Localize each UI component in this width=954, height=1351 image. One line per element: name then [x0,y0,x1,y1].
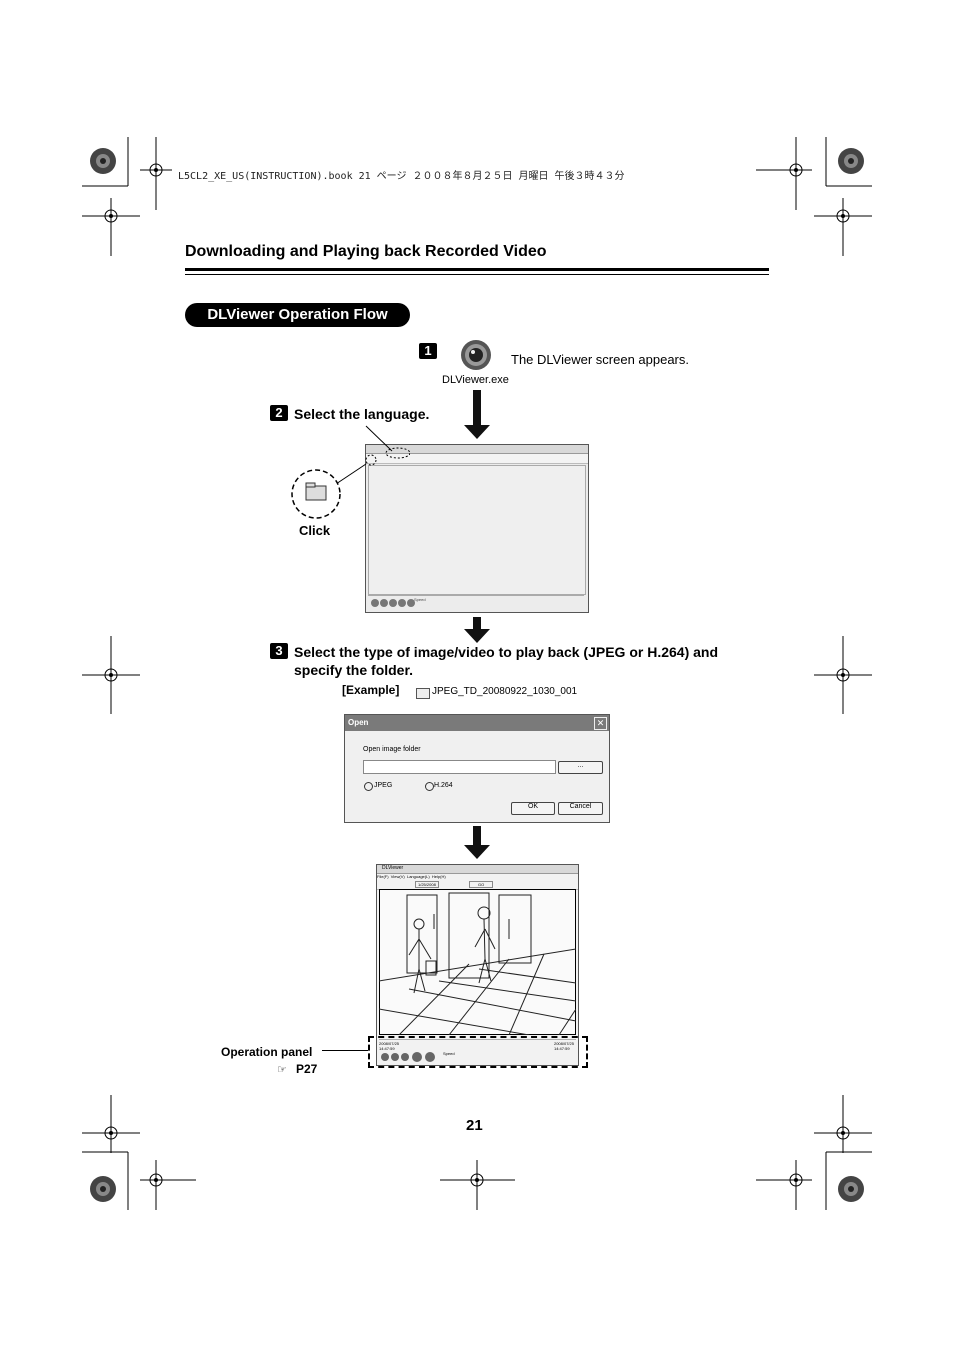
title-rule [185,268,769,271]
folder-icon [416,688,430,699]
viewer-speed-label: Speed [443,1051,455,1056]
camera-image [379,889,576,1035]
step3-text-line2: specify the folder. [294,662,414,678]
dialog-titlebar: Open ✕ [345,715,609,731]
flow-arrow [473,617,481,631]
pointing-hand-icon: ☞ [277,1064,287,1076]
menu-view[interactable]: View(V) [390,874,405,879]
operation-panel-leader [322,1050,368,1051]
step3-text-line1: Select the type of image/video to play b… [294,644,719,660]
dlviewer-exe-label: DLViewer.exe [442,374,509,386]
player-controls[interactable]: Speed [368,595,584,610]
h264-radio-label: H.264 [434,782,453,789]
dlviewer-app-icon [460,339,492,371]
operation-panel-highlight [368,1036,588,1068]
jpeg-radio-label: JPEG [374,782,393,789]
viewer-titlebar: DLViewer [377,865,578,874]
step2-text: Select the language. [294,406,430,422]
window-toolbar [366,454,588,464]
open-dialog: Open ✕ Open image folder ... JPEG H.264 … [344,714,610,823]
open-folder-icon[interactable] [306,484,326,500]
step2-number: 2 [270,405,288,421]
page-number: 21 [466,1117,483,1134]
flow-arrow-head [464,629,490,643]
step1-number: 1 [419,343,437,359]
menu-file[interactable]: File(F) [377,874,389,879]
title-rule-thin [185,274,769,275]
dialog-title: Open [348,718,369,727]
ok-button[interactable]: OK [511,802,555,815]
viewer-menubar[interactable]: File(F) View(V) Language(L) Help(H) [377,874,578,881]
dlviewer-window-playback: DLViewer File(F) View(V) Language(L) Hel… [376,864,579,1066]
flow-title-badge: DLViewer Operation Flow [185,303,410,327]
operation-panel-label: Operation panel [221,1045,313,1059]
print-header: L5CL2_XE_US(INSTRUCTION).book 21 ページ ２００… [178,171,625,182]
close-icon[interactable]: ✕ [594,717,607,730]
menu-language[interactable]: Language(L) [406,874,430,879]
h264-radio[interactable] [425,782,434,791]
step3-number: 3 [270,643,288,659]
viewer-operation-panel[interactable]: 2008/07/25 14:47:59 2008/07/25 14:47:59 … [379,1039,576,1064]
flow-arrow-head [464,845,490,859]
cancel-button[interactable]: Cancel [558,802,603,815]
flow-arrow-head [464,425,490,439]
folder-path-input[interactable] [363,760,556,774]
viewer-title: DLViewer [382,865,404,871]
folder-label: Open image folder [363,746,421,753]
flow-arrow [473,826,481,846]
timestamp-right: 2008/07/25 14:47:59 [553,1041,574,1051]
language-callout [291,425,410,519]
click-label: Click [299,523,331,538]
example-folder-name: JPEG_TD_20080922_1030_001 [432,686,578,697]
speed-label: Speed [414,597,426,602]
image-area [368,465,586,595]
example-label: [Example] [342,683,400,697]
timestamp-left: 2008/07/25 14:47:59 [379,1041,400,1051]
section-title: Downloading and Playing back Recorded Vi… [185,243,547,260]
jpeg-radio[interactable] [364,782,373,791]
window-titlebar [366,445,588,454]
date-field[interactable]: 1/25/2008 [415,881,439,888]
browse-button[interactable]: ... [558,761,603,774]
flow-arrow [473,390,481,426]
dlviewer-window-empty: Speed [365,444,589,613]
menu-help[interactable]: Help(H) [431,874,446,879]
step1-caption: The DLViewer screen appears. [511,352,690,367]
go-button[interactable]: GO [469,881,494,888]
operation-panel-ref[interactable]: P27 [296,1062,318,1076]
